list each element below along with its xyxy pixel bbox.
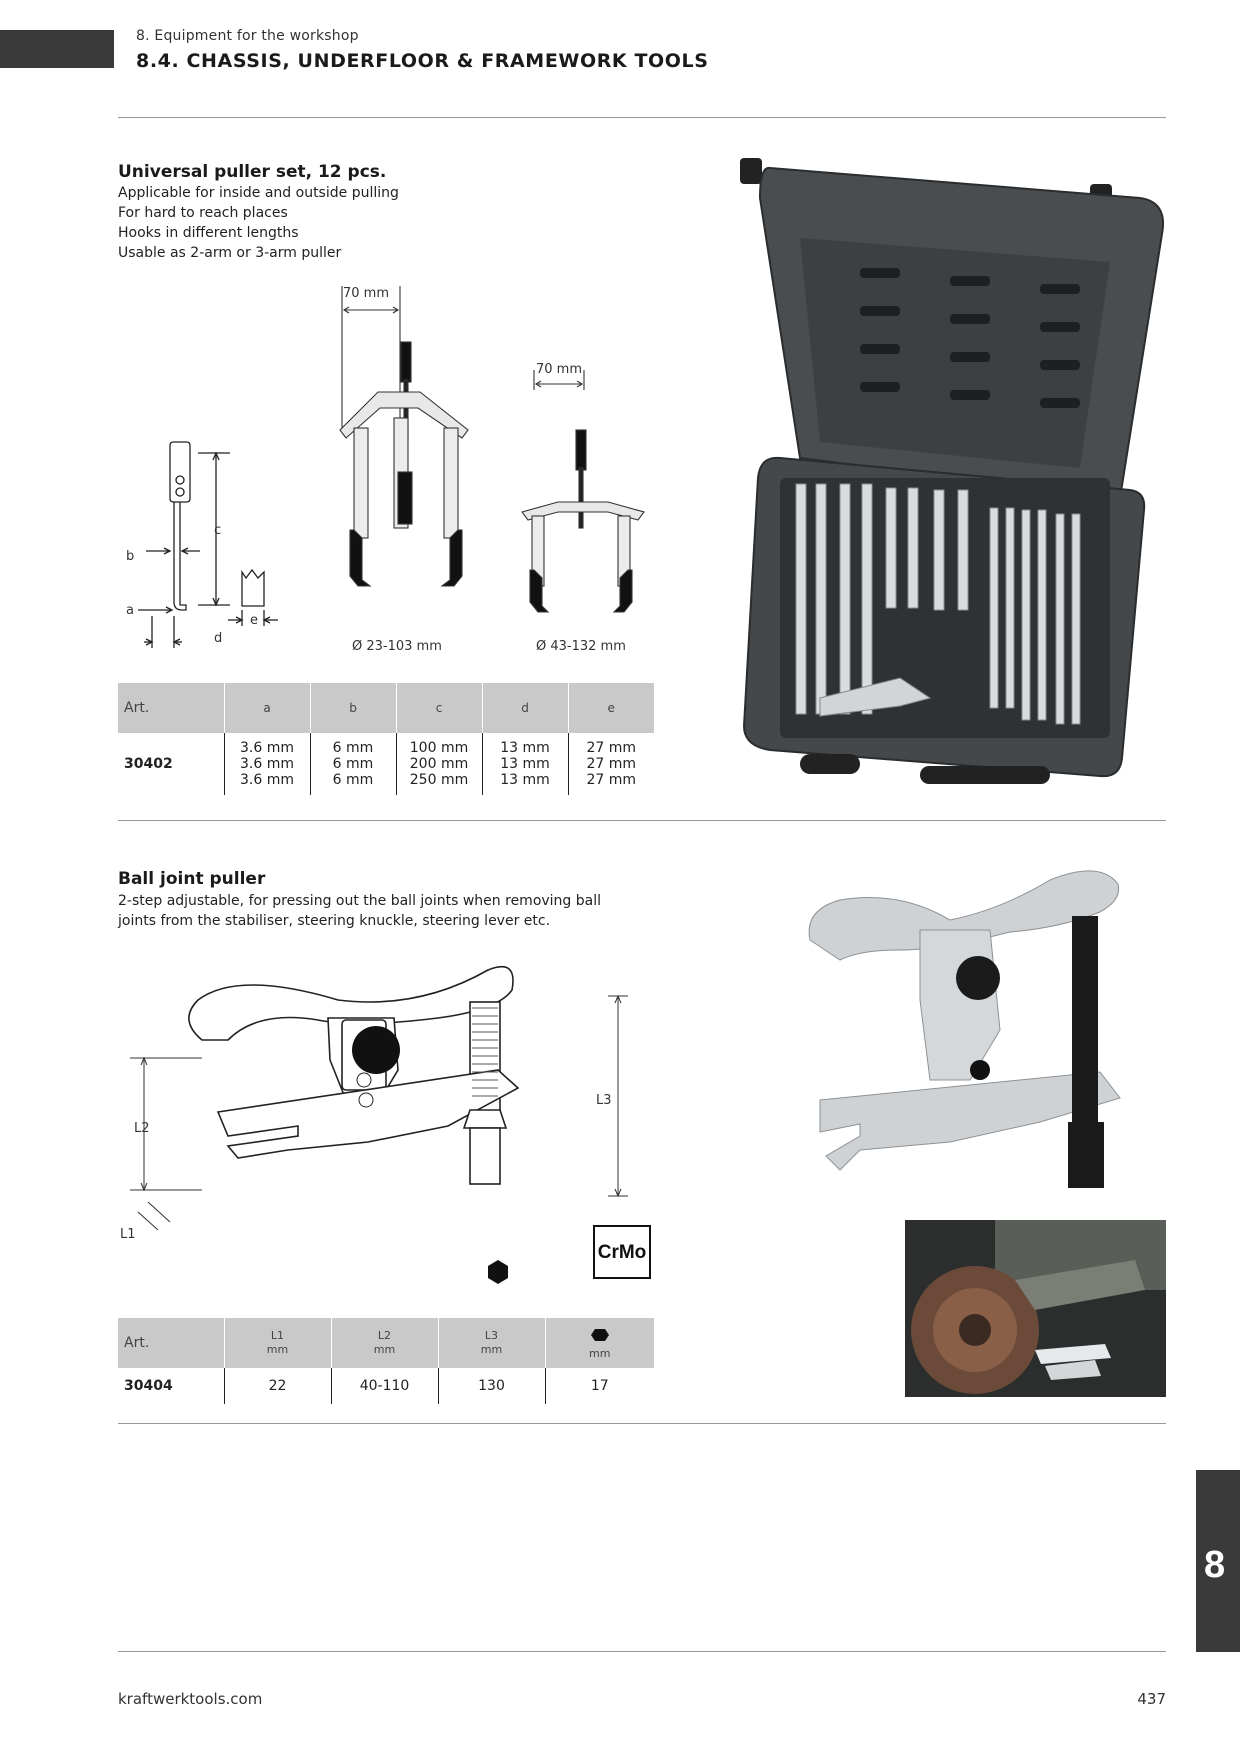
- table-cell-c: 100 mm 200 mm 250 mm: [395, 733, 482, 795]
- dim-label-a: a: [126, 603, 134, 618]
- article-number: 30404: [124, 1378, 173, 1394]
- hex-wrench-icon: [590, 1328, 609, 1341]
- cell-value: 13 mm: [500, 772, 550, 788]
- table-header-cell: d: [481, 683, 568, 733]
- puller2-width-label: 70 mm: [536, 362, 582, 377]
- puller3-range-label: Ø 23-103 mm: [352, 639, 442, 654]
- cell-value: 6 mm: [332, 740, 374, 756]
- table-cell-d: 13 mm 13 mm 13 mm: [481, 733, 568, 795]
- cell-value: 3.6 mm: [240, 772, 294, 788]
- table-cell-b: 6 mm 6 mm 6 mm: [309, 733, 396, 795]
- cell-value: 6 mm: [332, 772, 374, 788]
- header-label: L1: [270, 1329, 285, 1342]
- table-header-cell: a: [223, 683, 310, 733]
- cell-value: 6 mm: [332, 756, 374, 772]
- table-cell-L3: 130: [437, 1368, 545, 1404]
- cell-value: 27 mm: [586, 756, 637, 772]
- hook-dimension-drawing: [138, 441, 278, 648]
- table-row: 30404 22 40-110 130 17: [118, 1368, 654, 1404]
- table-header-cell: mm: [544, 1318, 654, 1368]
- table-cell-L1: 22: [223, 1368, 331, 1404]
- description-line: Applicable for inside and outside pullin…: [118, 185, 399, 201]
- section-title: 8.4. CHASSIS, UNDERFLOOR & FRAMEWORK TOO…: [136, 50, 709, 72]
- cell-value: 100 mm: [409, 740, 469, 756]
- description-line: For hard to reach places: [118, 205, 288, 221]
- dim-label-b: b: [126, 549, 134, 564]
- table-cell-e: 27 mm 27 mm 27 mm: [567, 733, 654, 795]
- table-row: 30402 3.6 mm 3.6 mm 3.6 mm 6 mm 6 mm 6 m…: [118, 733, 654, 795]
- table-header-cell: b: [309, 683, 396, 733]
- product-title-ball-joint-puller: Ball joint puller: [118, 869, 266, 889]
- divider-footer: [118, 1651, 1166, 1652]
- puller-set-diagram: b a c d e 70 mm Ø 23-103 mm 70 mm Ø 43-1…: [126, 286, 645, 654]
- ball-joint-puller-usage-photo: [905, 1220, 1166, 1397]
- chapter-tab: 8: [1196, 1470, 1240, 1652]
- spec-table-puller-set: Art. a b c d e 30402 3.6 mm 3.6 mm 3.6 m…: [118, 683, 654, 795]
- footer-website: kraftwerktools.com: [118, 1690, 263, 1708]
- table-cell-hex: 17: [544, 1368, 654, 1404]
- dim-label-L1: L1: [120, 1227, 136, 1242]
- cell-value: 27 mm: [586, 772, 637, 788]
- table-header-row: Art. L1 mm L2 mm L3 mm mm: [118, 1318, 654, 1368]
- dim-label-d: d: [214, 631, 222, 646]
- dim-label-e: e: [250, 613, 258, 628]
- header-unit: mm: [589, 1346, 611, 1360]
- page-number: 437: [1137, 1690, 1166, 1708]
- dim-label-L2: L2: [134, 1121, 150, 1136]
- product-description-puller-set: Applicable for inside and outside pullin…: [118, 183, 399, 263]
- chapter-number: 8: [1204, 1544, 1226, 1586]
- cell-value: 13 mm: [500, 740, 550, 756]
- ball-joint-puller-photo: [808, 870, 1121, 1188]
- description-line: joints from the stabiliser, steering knu…: [118, 913, 551, 929]
- header-label: L3: [484, 1329, 499, 1342]
- table-header-row: Art. a b c d e: [118, 683, 654, 733]
- dim-label-c: c: [214, 523, 221, 538]
- table-cell-L2: 40-110: [330, 1368, 438, 1404]
- product-description-ball-joint-puller: 2-step adjustable, for pressing out the …: [118, 891, 601, 931]
- crmo-badge-label: CrMo: [598, 1242, 647, 1263]
- table-header-cell: Art.: [118, 683, 224, 733]
- cell-value: 27 mm: [586, 740, 637, 756]
- cell-value: 3.6 mm: [240, 756, 294, 772]
- table-header-cell: c: [395, 683, 482, 733]
- table-header-cell: L2 mm: [330, 1318, 438, 1368]
- three-arm-puller-drawing: [339, 286, 469, 587]
- header-label: L2: [377, 1329, 392, 1342]
- divider-middle: [118, 820, 1166, 821]
- header-color-bar: [0, 30, 114, 68]
- header-unit: mm: [480, 1343, 503, 1356]
- ball-joint-puller-diagram: L2 L3 L1 CrMo: [120, 965, 651, 1284]
- article-number: 30402: [124, 756, 173, 772]
- cell-value: 200 mm: [409, 756, 469, 772]
- puller2-range-label: Ø 43-132 mm: [536, 639, 626, 654]
- breadcrumb: 8. Equipment for the workshop: [136, 28, 359, 44]
- two-arm-puller-drawing: [521, 370, 645, 613]
- cell-value: 13 mm: [500, 756, 550, 772]
- description-line: Usable as 2-arm or 3-arm puller: [118, 245, 342, 261]
- cell-value: 250 mm: [409, 772, 469, 788]
- table-cell-a: 3.6 mm 3.6 mm 3.6 mm: [223, 733, 310, 795]
- puller3-width-label: 70 mm: [343, 286, 389, 301]
- divider-lower: [118, 1423, 1166, 1424]
- divider-top: [118, 117, 1166, 118]
- description-line: Hooks in different lengths: [118, 225, 299, 241]
- crmo-badge: [593, 1225, 651, 1279]
- product-title-puller-set: Universal puller set, 12 pcs.: [118, 162, 387, 182]
- table-header-cell: e: [567, 683, 654, 733]
- header-unit: mm: [266, 1343, 289, 1356]
- table-header-cell: Art.: [118, 1318, 224, 1368]
- table-header-cell: L3 mm: [437, 1318, 545, 1368]
- header-unit: mm: [373, 1343, 396, 1356]
- table-header-cell: L1 mm: [223, 1318, 331, 1368]
- spec-table-ball-joint-puller: Art. L1 mm L2 mm L3 mm mm 30404 22 40-11…: [118, 1318, 654, 1404]
- dim-label-L3: L3: [596, 1093, 612, 1108]
- description-line: 2-step adjustable, for pressing out the …: [118, 893, 602, 909]
- cell-value: 3.6 mm: [240, 740, 294, 756]
- puller-set-case-photo: [740, 158, 1164, 784]
